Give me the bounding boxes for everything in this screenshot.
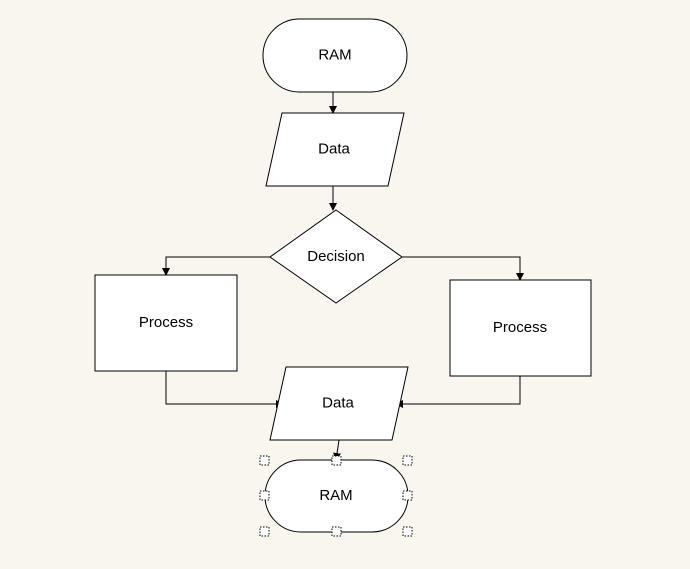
connector-left-process-to-data[interactable] [165,371,284,408]
data-input-node[interactable]: Data [265,112,405,187]
data-input-label: Data [318,140,350,157]
connector-decision-to-right-process[interactable] [402,256,524,281]
process-right-node[interactable]: Process [449,279,592,377]
decision-label: Decision [307,248,365,265]
resize-handle-middle-right[interactable] [402,490,413,501]
data-output-label: Data [322,394,354,411]
connector-right-process-to-data[interactable] [395,376,521,408]
end-terminator-label: RAM [319,487,352,504]
resize-handle-top-left[interactable] [259,455,270,466]
process-left-label: Process [139,314,193,331]
resize-handle-top-right[interactable] [402,455,413,466]
selection-handles [259,455,413,537]
process-right-label: Process [493,319,547,336]
start-terminator-label: RAM [318,46,351,63]
start-terminator-node[interactable]: RAM [262,18,408,93]
resize-handle-bottom-center[interactable] [331,526,342,537]
resize-handle-bottom-right[interactable] [402,526,413,537]
resize-handle-top-center[interactable] [331,455,342,466]
process-left-node[interactable]: Process [94,274,238,372]
data-output-node[interactable]: Data [269,366,409,441]
resize-handle-middle-left[interactable] [259,490,270,501]
resize-handle-bottom-left[interactable] [259,526,270,537]
connector-decision-to-left-process[interactable] [162,256,270,276]
end-terminator-node[interactable]: RAM [264,459,409,533]
decision-node[interactable]: Decision [269,209,403,304]
